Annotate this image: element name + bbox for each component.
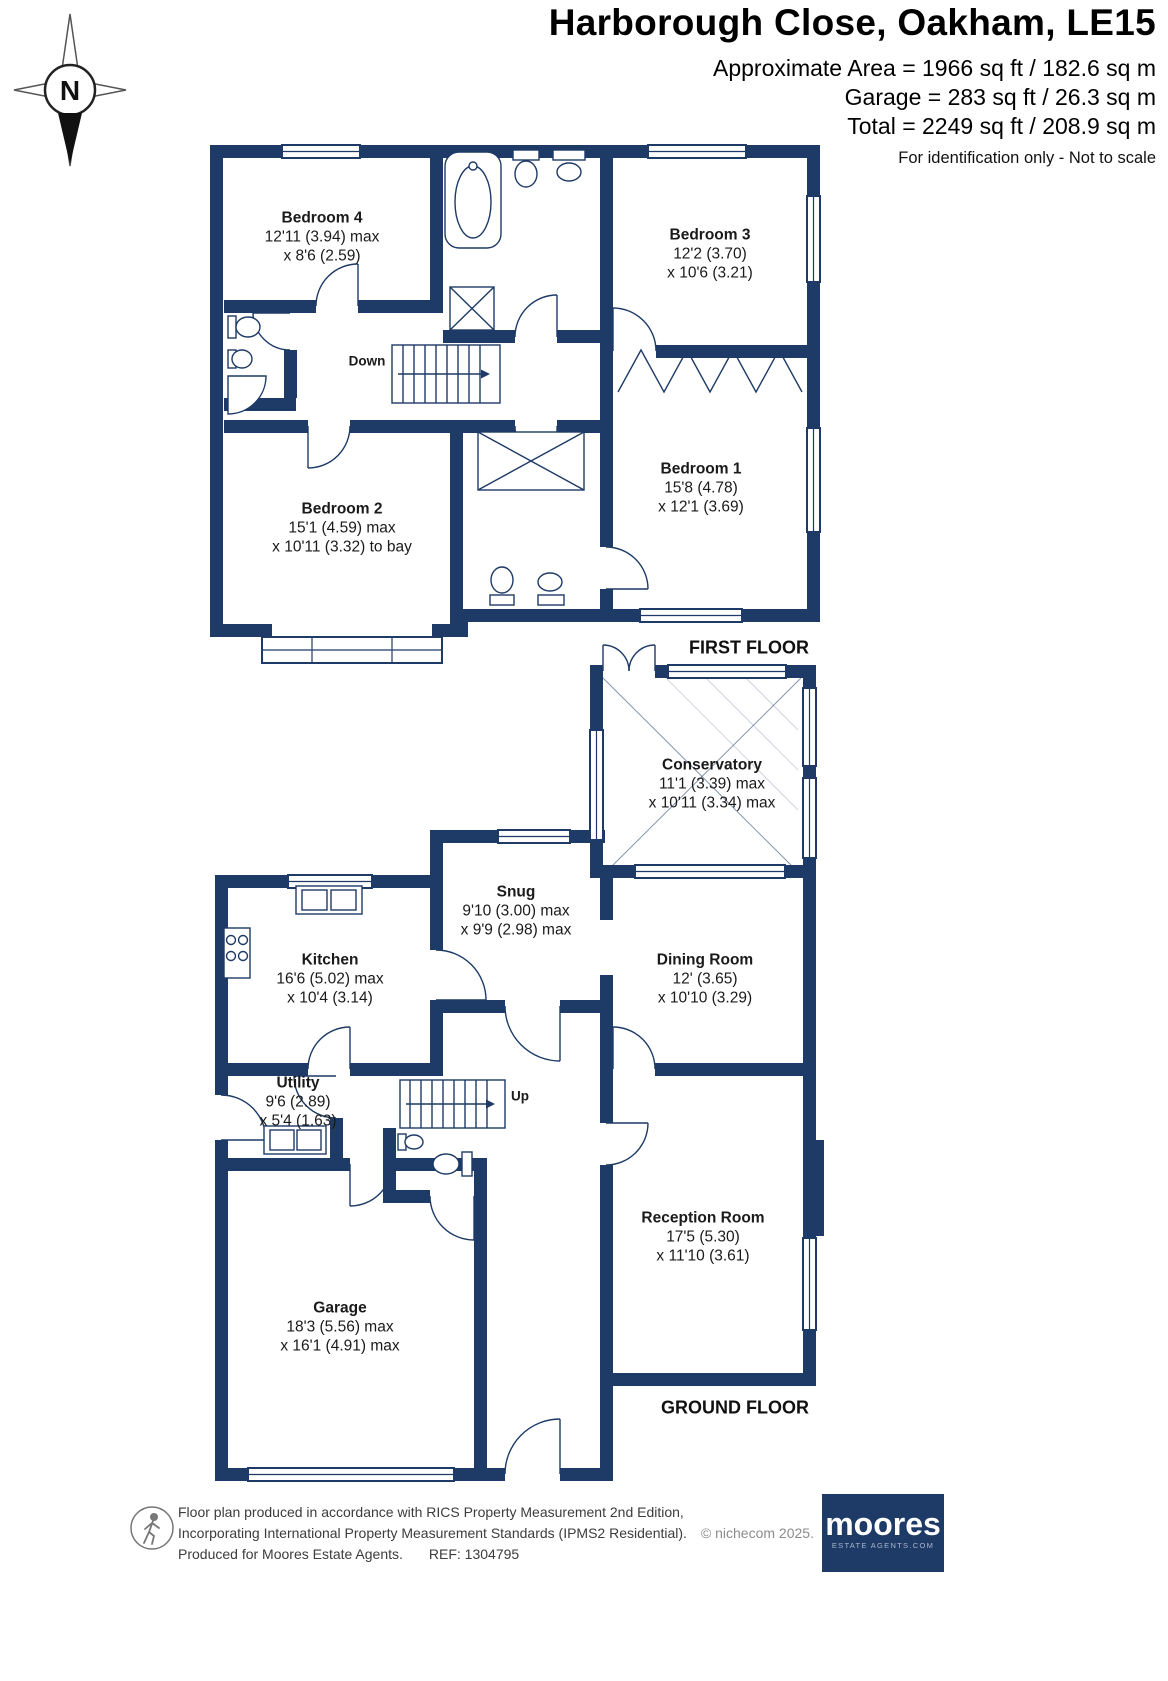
stairs-down-label: Down	[348, 353, 386, 369]
room-dimensions: x 10'11 (3.34) max	[648, 794, 776, 812]
room-dimensions: x 9'9 (2.98) max	[460, 921, 572, 939]
total-area: Total = 2249 sq ft / 208.9 sq m	[847, 113, 1156, 139]
footer-line-1: Floor plan produced in accordance with R…	[178, 1504, 684, 1520]
room-dimensions: x 8'6 (2.59)	[283, 247, 361, 265]
first-floor-plan	[210, 144, 821, 664]
room-label-utility: Utility 9'6 (2.89) x 5'4 (1.63)	[259, 1074, 336, 1131]
moores-logo-tagline: ESTATE AGENTS.COM	[831, 1541, 935, 1550]
room-name: Conservatory	[662, 756, 762, 774]
shower-room-fixtures	[477, 431, 585, 606]
compass-north-label: N	[60, 75, 80, 106]
cloakroom-fixtures	[397, 1133, 473, 1177]
room-dimensions: x 10'6 (3.21)	[667, 264, 753, 282]
room-label-reception-room: Reception Room 17'5 (5.30) x 11'10 (3.61…	[641, 1209, 764, 1266]
footer-line-2: Incorporating International Property Mea…	[178, 1525, 814, 1541]
first-floor-label: FIRST FLOOR	[689, 637, 809, 658]
room-label-snug: Snug 9'10 (3.00) max x 9'9 (2.98) max	[461, 883, 572, 940]
footer-line-3: Produced for Moores Estate Agents. REF: 1…	[178, 1544, 814, 1565]
room-label-garage: Garage 18'3 (5.56) max x 16'1 (4.91) max	[280, 1299, 399, 1356]
room-dimensions: 15'1 (4.59) max	[288, 519, 396, 537]
room-dimensions: 9'10 (3.00) max	[462, 902, 570, 920]
room-dimensions: x 12'1 (3.69)	[658, 498, 744, 516]
stairs-ground-floor	[399, 1079, 506, 1129]
wc-fixtures	[227, 315, 267, 415]
garage-area: Garage = 283 sq ft / 26.3 sq m	[844, 84, 1156, 110]
room-dimensions: 18'3 (5.56) max	[286, 1318, 394, 1336]
ground-floor-plan	[215, 644, 824, 1482]
compass-icon: N	[13, 13, 127, 167]
room-dimensions: x 10'11 (3.32) to bay	[272, 538, 412, 556]
room-dimensions: 15'8 (4.78)	[664, 479, 738, 497]
bathroom-fixtures	[444, 149, 586, 249]
room-dimensions: x 5'4 (1.63)	[259, 1112, 337, 1130]
room-dimensions: 16'6 (5.02) max	[276, 970, 384, 988]
room-dimensions: 12' (3.65)	[672, 970, 738, 988]
reference-number: REF: 1304795	[428, 1546, 520, 1562]
room-dimensions: x 11'10 (3.61)	[656, 1247, 750, 1265]
copyright-notice: © nichecom 2025.	[700, 1525, 814, 1541]
room-name: Dining Room	[656, 951, 754, 969]
page-title: Harborough Close, Oakham, LE15	[548, 2, 1156, 43]
room-dimensions: 17'5 (5.30)	[666, 1228, 740, 1246]
room-name: Garage	[313, 1299, 367, 1317]
room-label-kitchen: Kitchen 16'6 (5.02) max x 10'4 (3.14)	[276, 951, 383, 1008]
approximate-area: Approximate Area = 1966 sq ft / 182.6 sq…	[712, 55, 1156, 81]
room-label-bedroom-4: Bedroom 4 12'11 (3.94) max x 8'6 (2.59)	[265, 209, 380, 266]
room-name: Bedroom 2	[301, 500, 383, 518]
ground-floor-label: GROUND FLOOR	[661, 1397, 809, 1418]
room-label-bedroom-2: Bedroom 2 15'1 (4.59) max x 10'11 (3.32)…	[272, 500, 412, 557]
moores-logo: moores ESTATE AGENTS.COM	[822, 1494, 944, 1572]
room-dimensions: 12'2 (3.70)	[673, 245, 747, 263]
room-label-bedroom-3: Bedroom 3 12'2 (3.70) x 10'6 (3.21)	[667, 226, 753, 283]
room-dimensions: 12'11 (3.94) max	[264, 228, 380, 246]
room-label-conservatory: Conservatory 11'1 (3.39) max x 10'11 (3.…	[649, 756, 776, 813]
room-label-bedroom-1: Bedroom 1 15'8 (4.78) x 12'1 (3.69)	[658, 460, 744, 517]
utility-sink	[263, 1125, 327, 1155]
room-label-dining-room: Dining Room 12' (3.65) x 10'10 (3.29)	[657, 951, 753, 1008]
header: Harborough Close, Oakham, LE15 Approxima…	[549, 2, 1156, 168]
stairs-up-label: Up	[511, 1088, 529, 1104]
room-dimensions: x 10'4 (3.14)	[287, 989, 373, 1007]
moores-logo-name: moores	[825, 1506, 941, 1542]
room-dimensions: 9'6 (2.89)	[265, 1093, 331, 1111]
room-name: Bedroom 1	[660, 460, 742, 478]
room-dimensions: x 10'10 (3.29)	[657, 989, 753, 1007]
room-name: Kitchen	[301, 951, 359, 969]
produced-for: Produced for Moores Estate Agents.	[178, 1546, 403, 1562]
scale-disclaimer: For identification only - Not to scale	[898, 149, 1156, 167]
kitchen-fixtures	[223, 885, 363, 979]
room-name: Reception Room	[641, 1209, 765, 1227]
stairs-first-floor	[391, 344, 501, 404]
room-name: Snug	[496, 883, 536, 901]
room-dimensions: x 16'1 (4.91) max	[280, 1337, 400, 1355]
footer-disclaimer: Floor plan produced in accordance with R…	[178, 1502, 814, 1565]
rics-person-icon	[130, 1506, 174, 1550]
room-dimensions: 11'1 (3.39) max	[658, 775, 766, 793]
room-name: Bedroom 4	[281, 209, 363, 227]
room-name: Bedroom 3	[669, 226, 751, 244]
room-name: Utility	[276, 1074, 320, 1092]
area-summary: Approximate Area = 1966 sq ft / 182.6 sq…	[549, 54, 1156, 141]
